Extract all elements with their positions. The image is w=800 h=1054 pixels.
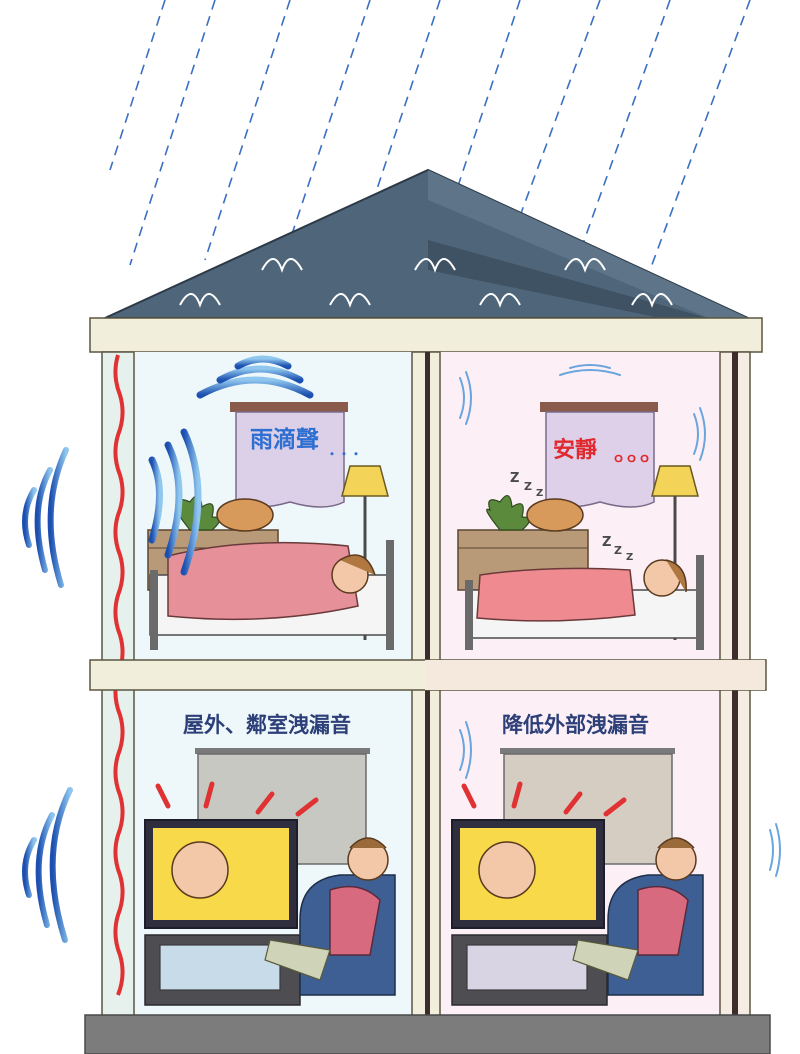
- cat: [526, 498, 584, 532]
- noise-waves-outside-lower: [22, 787, 73, 943]
- cat: [216, 498, 274, 532]
- svg-text:Z: Z: [524, 480, 532, 493]
- noise-waves-outside-upper: [22, 447, 69, 588]
- svg-text:Z: Z: [536, 488, 543, 499]
- lower-left-living-room: [144, 748, 396, 1006]
- snore-marks: Z Z Z Z Z Z: [510, 471, 633, 563]
- svg-text:Z: Z: [614, 544, 622, 557]
- ceiling-beam: [89, 317, 763, 353]
- upper-right-caption-tail: ｏｏｏ: [612, 451, 651, 466]
- upper-right-bedroom: [457, 402, 704, 650]
- ground: [84, 1014, 771, 1054]
- lower-left-caption: 屋外、鄰室洩漏音: [183, 713, 351, 737]
- noise-waves-upper-left: [148, 355, 314, 576]
- lower-right-caption: 降低外部洩漏音: [502, 713, 649, 737]
- loud-marks: [461, 781, 627, 817]
- faint-waves-upper-right: [459, 364, 706, 461]
- svg-text:Z: Z: [626, 552, 633, 563]
- upper-left-bedroom: [147, 402, 394, 650]
- lower-right-living-room: [451, 748, 704, 1006]
- roof: [104, 168, 749, 319]
- svg-text:Z: Z: [602, 535, 611, 550]
- upper-right-caption: 安靜: [553, 437, 597, 463]
- upper-left-caption-tail: ・・・: [326, 447, 362, 461]
- upper-left-caption: 雨滴聲: [250, 426, 319, 453]
- svg-text:Z: Z: [510, 471, 519, 486]
- faint-waves-lower-right: [459, 721, 781, 877]
- loud-marks: [155, 781, 319, 817]
